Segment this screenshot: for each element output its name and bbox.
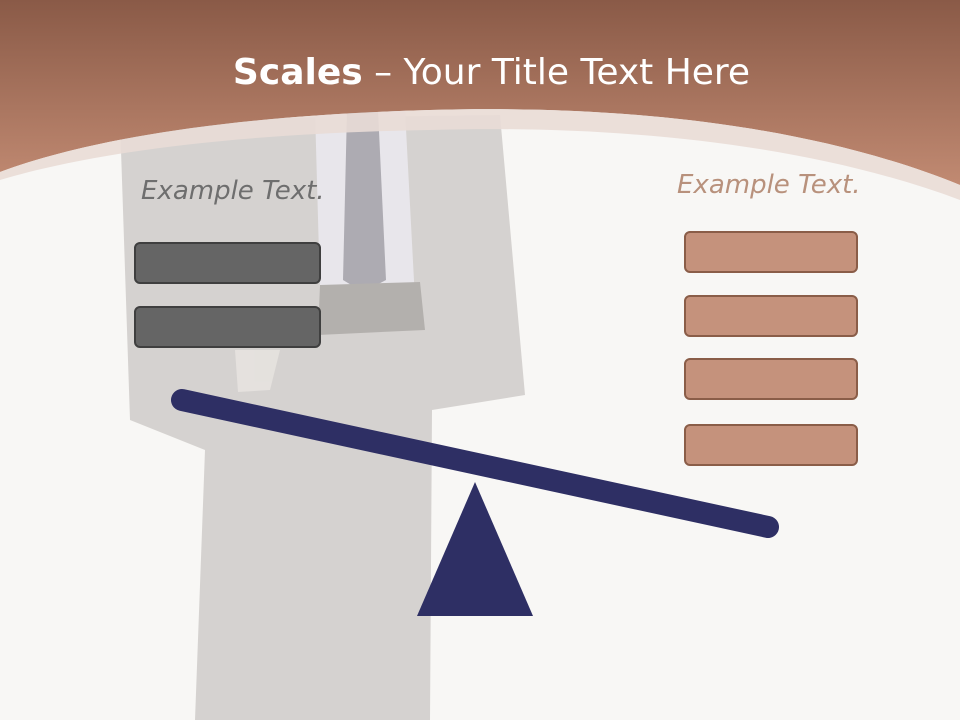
slide-title: Scales – Your Title Text Here <box>0 52 960 93</box>
title-bold: Scales <box>232 52 363 93</box>
right-weight-box <box>684 358 858 400</box>
right-weight-box <box>684 295 858 337</box>
title-rest: – Your Title Text Here <box>362 52 751 93</box>
left-example-text: Example Text. <box>141 176 325 206</box>
scale-fulcrum <box>417 482 533 616</box>
left-weight-box <box>134 242 321 284</box>
scale-beam <box>171 389 779 538</box>
left-weight-box <box>134 306 321 348</box>
right-example-text: Example Text. <box>677 170 861 200</box>
header-band <box>0 0 960 185</box>
right-weight-box <box>684 424 858 466</box>
right-weight-box <box>684 231 858 273</box>
